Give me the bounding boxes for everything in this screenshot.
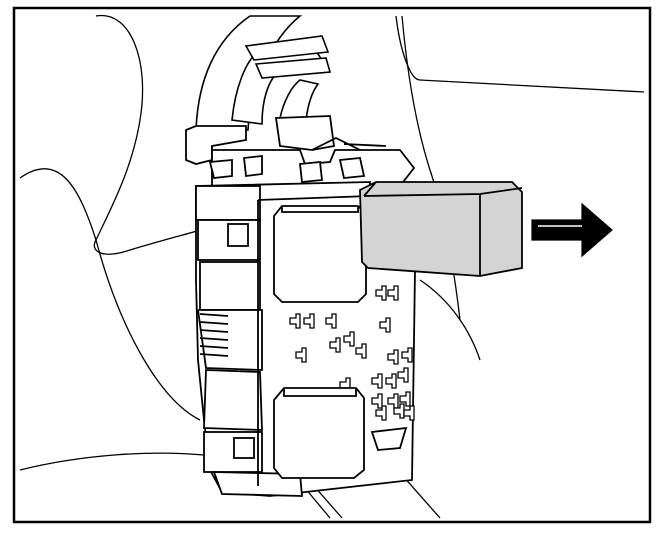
- fuse-slot: [401, 347, 413, 363]
- fuse-slot: [325, 313, 337, 329]
- fuse-slot: [387, 393, 399, 409]
- fuse-slot: [289, 313, 301, 329]
- fuse-slot: [399, 391, 411, 407]
- fuse-slot: [387, 349, 399, 365]
- fuse-slot: [397, 367, 409, 383]
- fuse-slot: [343, 331, 355, 347]
- relay-bottom: [273, 387, 365, 479]
- fuse-slot: [355, 343, 367, 359]
- fuse-slot: [303, 313, 315, 329]
- fuse-slot: [385, 373, 397, 389]
- relay-top: [273, 205, 367, 303]
- fuse-slot: [371, 393, 383, 409]
- fuse-slot: [371, 373, 383, 389]
- relay-being-removed: [359, 181, 523, 277]
- fuse-slot: [375, 285, 387, 301]
- fuse-slot: [379, 317, 391, 333]
- fuse-slot: [387, 285, 399, 301]
- fuse-slot: [329, 337, 341, 353]
- wire-harness: [195, 15, 332, 131]
- fuse-slot: [375, 405, 387, 421]
- fuse-slot: [295, 347, 307, 363]
- arrow-right-icon: [531, 202, 613, 258]
- fuse-slot: [403, 405, 415, 421]
- fuse-slot-array: [289, 285, 415, 421]
